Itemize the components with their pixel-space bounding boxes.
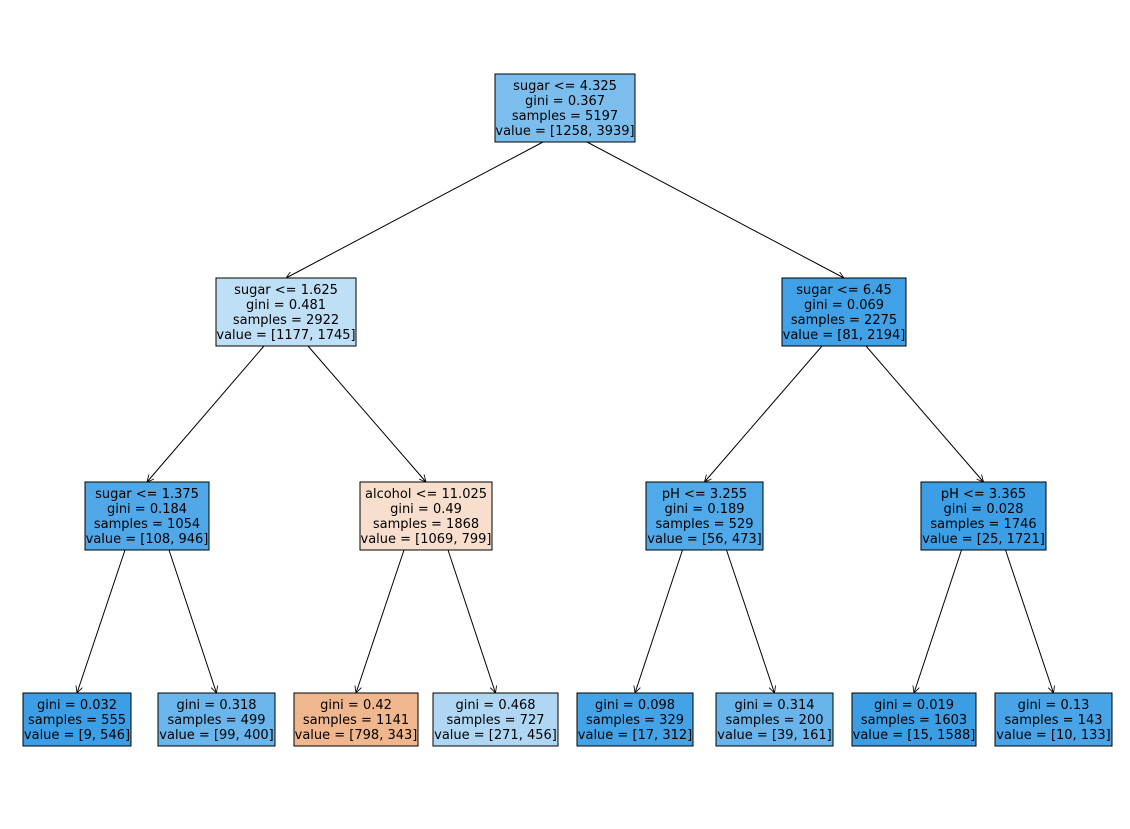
- node-line: gini = 0.098: [595, 698, 675, 713]
- node-box: [293, 692, 419, 747]
- node-line: pH <= 3.255: [662, 487, 747, 502]
- node-line: samples = 1746: [930, 517, 1036, 532]
- node-line: value = [1069, 799]: [361, 532, 492, 547]
- node-line: value = [9, 546]: [24, 728, 130, 743]
- node-line: samples = 1603: [861, 713, 967, 728]
- node-line: gini = 0.49: [390, 502, 462, 517]
- node-line: pH <= 3.365: [941, 487, 1026, 502]
- node-line: value = [1258, 3939]: [495, 124, 634, 139]
- node-line: samples = 1054: [94, 517, 200, 532]
- node-box: [22, 692, 132, 747]
- node-line: samples = 5197: [512, 109, 618, 124]
- node-line: gini = 0.42: [320, 698, 392, 713]
- edge-n8-n12: [865, 345, 984, 482]
- edge-n9-n10: [635, 549, 683, 693]
- node-line: sugar <= 1.625: [234, 283, 338, 298]
- node-line: value = [798, 343]: [295, 728, 418, 743]
- node-line: gini = 0.028: [943, 502, 1023, 517]
- node-line: gini = 0.318: [176, 698, 256, 713]
- node-line: samples = 329: [586, 713, 684, 728]
- node-line: value = [108, 946]: [86, 532, 209, 547]
- node-line: gini = 0.184: [107, 502, 187, 517]
- node-line: samples = 2922: [233, 313, 339, 328]
- node-line: gini = 0.019: [874, 698, 954, 713]
- node-line: gini = 0.314: [734, 698, 814, 713]
- edge-n1-n2: [147, 345, 265, 482]
- node-box: [576, 692, 694, 747]
- node-box: [215, 277, 357, 347]
- edge-n0-n1: [286, 141, 544, 279]
- node-line: gini = 0.13: [1018, 698, 1090, 713]
- node-line: value = [25, 1721]: [922, 532, 1045, 547]
- node-line: value = [99, 400]: [159, 728, 273, 743]
- node-line: samples = 529: [655, 517, 753, 532]
- node-box: [994, 692, 1113, 747]
- node-line: samples = 143: [1004, 713, 1102, 728]
- node-line: alcohol <= 11.025: [365, 487, 487, 502]
- node-line: samples = 200: [725, 713, 823, 728]
- node-line: samples = 1868: [373, 517, 479, 532]
- node-line: value = [10, 133]: [996, 728, 1110, 743]
- edge-n2-n3: [77, 549, 126, 693]
- node-line: value = [15, 1588]: [853, 728, 976, 743]
- node-line: sugar <= 1.375: [95, 487, 199, 502]
- edge-n1-n5: [307, 345, 426, 482]
- node-line: sugar <= 4.325: [513, 79, 617, 94]
- tree-edges: [77, 141, 1054, 693]
- node-line: gini = 0.069: [804, 298, 884, 313]
- node-line: value = [17, 312]: [578, 728, 692, 743]
- node-line: gini = 0.367: [525, 94, 605, 109]
- node-box: [781, 277, 907, 347]
- edge-n12-n13: [914, 549, 962, 693]
- node-line: value = [271, 456]: [434, 728, 557, 743]
- node-box: [494, 73, 636, 143]
- node-box: [645, 481, 764, 551]
- node-box: [851, 692, 977, 747]
- node-line: value = [1177, 1745]: [216, 328, 355, 343]
- node-line: gini = 0.189: [664, 502, 744, 517]
- node-line: value = [39, 161]: [717, 728, 831, 743]
- node-box: [715, 692, 834, 747]
- edge-n12-n14: [1005, 549, 1054, 693]
- node-box: [432, 692, 559, 747]
- node-line: gini = 0.468: [455, 698, 535, 713]
- node-line: gini = 0.032: [37, 698, 117, 713]
- node-line: sugar <= 6.45: [796, 283, 892, 298]
- edge-n8-n9: [705, 345, 823, 482]
- edge-n9-n11: [726, 549, 775, 693]
- node-line: gini = 0.481: [246, 298, 326, 313]
- edge-n2-n4: [168, 549, 217, 693]
- edge-n0-n8: [586, 141, 844, 279]
- node-box: [359, 481, 493, 551]
- node-line: value = [81, 2194]: [783, 328, 906, 343]
- node-line: samples = 727: [446, 713, 544, 728]
- node-box: [84, 481, 210, 551]
- node-line: value = [56, 473]: [647, 532, 761, 547]
- node-line: samples = 555: [28, 713, 126, 728]
- node-line: samples = 1141: [303, 713, 409, 728]
- edge-n5-n6: [356, 549, 405, 693]
- node-line: samples = 499: [167, 713, 265, 728]
- node-line: samples = 2275: [791, 313, 897, 328]
- node-box: [157, 692, 276, 747]
- node-box: [920, 481, 1047, 551]
- edge-n5-n7: [447, 549, 496, 693]
